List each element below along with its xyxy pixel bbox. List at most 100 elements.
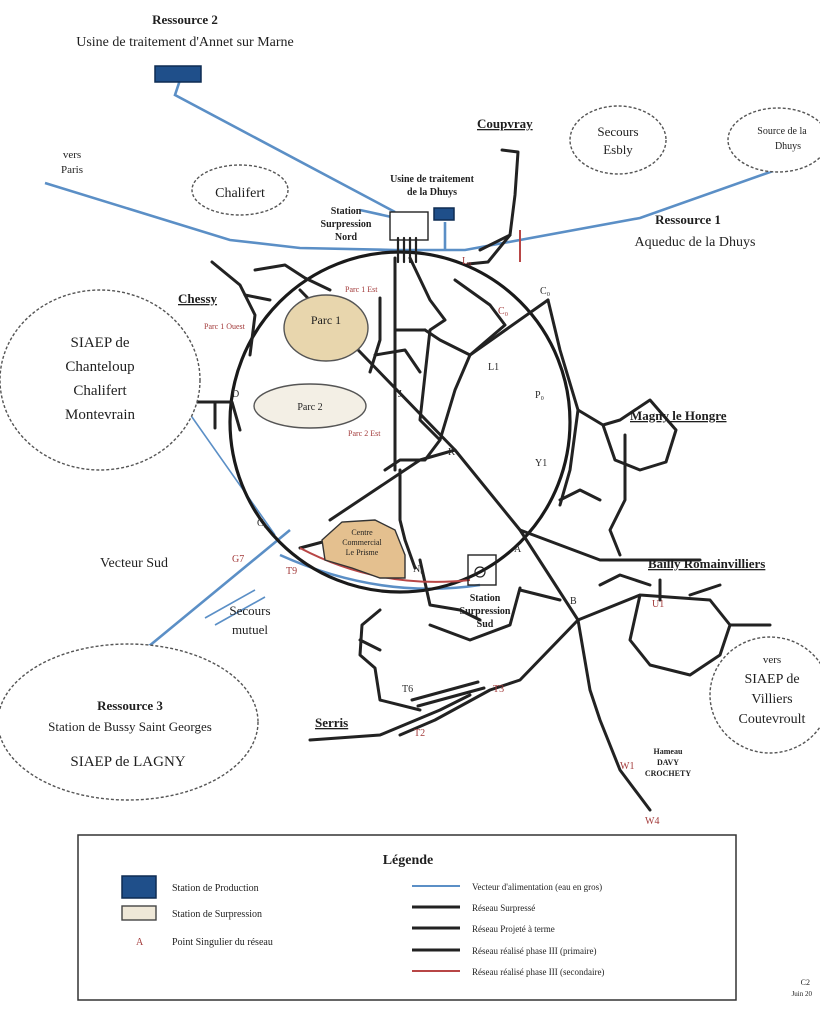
place-chessy: Chessy [178,291,218,306]
bubble-siaep-villiers [709,636,820,754]
station-nord-1: Station [331,206,362,217]
bubble-ressource-3 [0,643,259,801]
siaep-chanteloup-1: SIAEP de [70,335,129,351]
point-Y1: Y1 [535,458,547,469]
station-nord-3: Nord [335,232,358,243]
point-L1: L1 [488,362,499,373]
vers-paris-2: Paris [61,164,83,176]
secours-mutuel-2: mutuel [232,622,268,637]
centre-commercial [321,519,406,579]
point-G7: G7 [232,554,244,565]
centre-label-2: Commercial [342,538,382,547]
station-sud-3: Sud [477,619,494,630]
legend-title: Légende [383,853,434,868]
usine-dhuys-2: de la Dhuys [407,187,457,198]
secours-mutuel-1: Secours [229,603,270,618]
source-dhuys-2: Dhuys [775,141,801,152]
siaep-chanteloup-2: Chanteloup [65,359,134,375]
siaep-villiers-1: vers [763,654,781,666]
legend-primaire-label: Réseau réalisé phase III (primaire) [472,946,596,956]
production-station-r2 [154,65,202,83]
place-magny: Magny le Hongre [630,408,727,423]
hamlet-3: CROCHETY [645,769,691,778]
point-C0: C₀ [498,306,509,317]
usine-dhuys-1: Usine de traitement [390,174,475,185]
legend: Légende Station de Production Station de… [77,834,737,1001]
place-bailly: Bailly Romainvilliers [648,556,765,571]
ressource-1-subtitle: Aqueduc de la Dhuys [635,235,756,250]
surpression-station-nord [389,211,429,241]
main-ring [228,250,572,594]
parc-1 [283,294,369,362]
point-K: K [448,447,456,458]
point-T2: T2 [414,728,425,739]
ressource-3-subtitle: Station de Bussy Saint Georges [48,719,212,734]
parc-1-label: Parc 1 [311,313,341,327]
legend-surpression-label: Station de Surpression [172,909,262,920]
hamlet-2: DAVY [657,758,679,767]
point-T3: T3 [493,684,504,695]
point-U1: U1 [652,599,664,610]
centre-label-1: Centre [351,528,373,537]
legend-point-letter: A [136,937,144,948]
station-sud-2: Surpression [460,606,511,617]
vers-paris-1: vers [63,149,81,161]
ressource-2-subtitle: Usine de traitement d'Annet sur Marne [76,35,294,50]
corner-code: C2 [801,978,810,987]
point-C0b: C₀ [540,286,551,297]
point-A: A [514,544,522,555]
centre-label-3: Le Prisme [346,548,379,557]
vecteur-sud: Vecteur Sud [100,556,168,571]
place-chalifert: Chalifert [215,186,265,201]
point-W4: W4 [645,816,659,827]
siaep-villiers-2: SIAEP de [744,672,799,687]
legend-vecteur-label: Vecteur d'alimentation (eau en gros) [472,882,602,892]
parc-2 [253,383,367,429]
point-B: B [570,596,577,607]
legend-production-label: Station de Production [172,883,259,894]
place-coupvray: Coupvray [477,116,533,131]
legend-projete-label: Réseau Projeté à terme [472,924,555,934]
place-serris: Serris [315,715,348,730]
station-nord-2: Surpression [321,219,372,230]
point-P0: P₀ [535,390,545,401]
point-N0: N₀ [413,564,424,575]
bubble-chalifert [191,164,289,216]
point-L0: L₀ [462,256,472,267]
parc-2-label: Parc 2 [297,402,322,413]
surpression-station-sud [467,554,497,586]
corner-date: Juin 20 [792,990,813,998]
bubble-siaep-chanteloup [0,289,201,471]
point-T6: T6 [402,684,413,695]
secours-esbly-1: Secours [597,124,638,139]
point-D: D [232,389,239,400]
ressource-3-org: SIAEP de LAGNY [70,754,185,770]
parc-1-est-label: Parc 1 Est [345,285,378,294]
source-dhuys-1: Source de la [757,126,807,137]
point-T9: T9 [286,566,297,577]
secours-esbly-2: Esbly [603,142,633,157]
ressource-1-title: Ressource 1 [655,212,721,227]
ressource-2-title: Ressource 2 [152,12,218,27]
bubble-secours-esbly [569,105,667,175]
hamlet-1: Hameau [654,747,683,756]
bubble-source-dhuys [727,107,820,173]
siaep-chanteloup-4: Montevrain [65,407,135,423]
siaep-chanteloup-3: Chalifert [73,383,127,399]
station-sud-1: Station [470,593,501,604]
legend-surpression-swatch [121,905,157,921]
point-W1: W1 [620,761,634,772]
legend-point-label: Point Singulier du réseau [172,937,273,948]
siaep-villiers-4: Coutevroult [739,712,806,727]
siaep-villiers-3: Villiers [751,692,792,707]
production-station-dhuys [433,207,455,221]
legend-surpresse-label: Réseau Surpressé [472,903,535,913]
point-C0s: C₀ [257,518,268,529]
legend-production-swatch [121,875,157,899]
legend-secondaire-label: Réseau réalisé phase III (secondaire) [472,967,604,977]
ressource-3-title: Ressource 3 [97,698,163,713]
parc-1-ouest-label: Parc 1 Ouest [204,322,246,331]
point-J: J [398,389,402,400]
parc-2-est-label: Parc 2 Est [348,429,381,438]
